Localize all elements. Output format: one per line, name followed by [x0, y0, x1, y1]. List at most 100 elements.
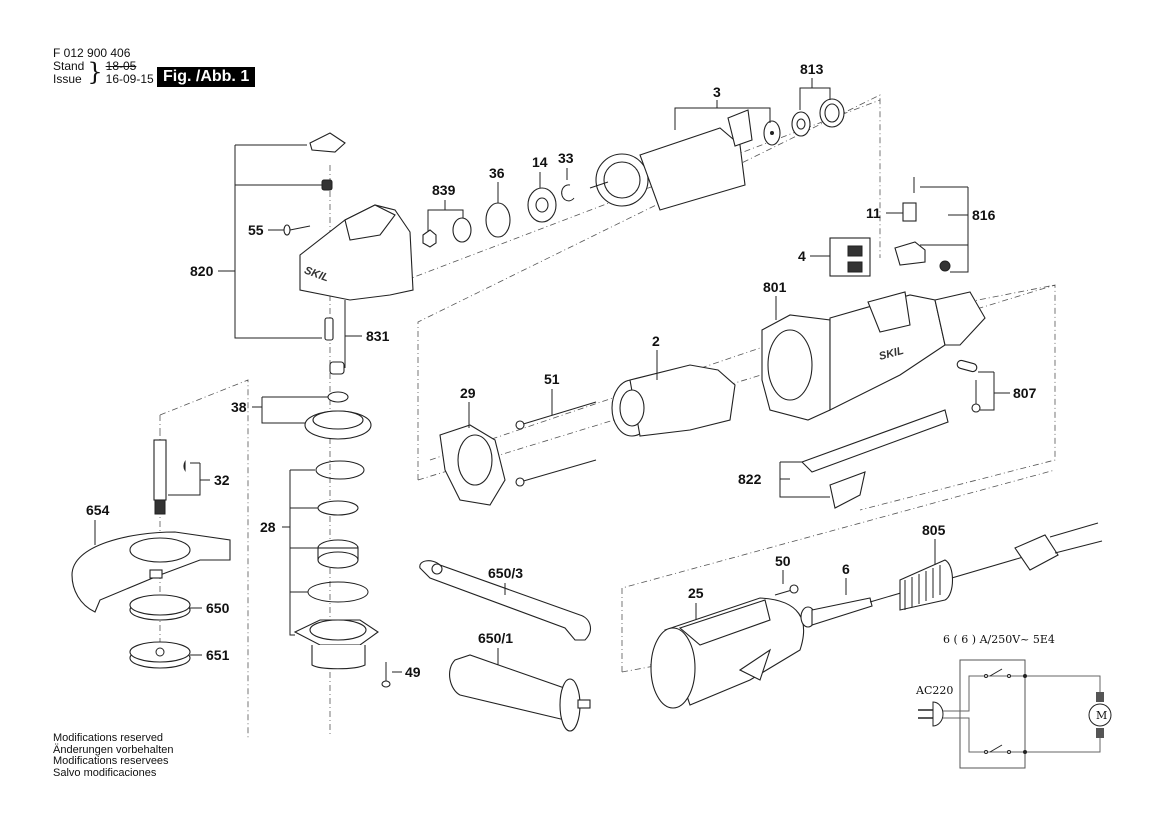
part-number: F 012 900 406	[53, 46, 131, 60]
wheel-guard-654[interactable]	[71, 531, 231, 613]
label-816: 816	[972, 207, 996, 223]
label-4: 4	[798, 248, 806, 264]
nut-gear-839[interactable]	[422, 217, 472, 248]
label-650: 650	[206, 600, 230, 616]
label-6: 6	[842, 561, 850, 577]
document-header: F 012 900 406 Stand Issue } 18-05 16-09-…	[53, 47, 154, 86]
axis-stator	[429, 347, 761, 461]
label-33: 33	[558, 150, 574, 166]
issue-label: Issue	[53, 72, 82, 86]
spanner-650-3[interactable]	[419, 560, 591, 641]
switch-contact-top	[989, 668, 1003, 677]
label-32: 32	[214, 472, 230, 488]
cable-guard-6[interactable]	[800, 597, 873, 628]
switch-4[interactable]	[829, 237, 871, 277]
label-50: 50	[775, 553, 791, 569]
label-813: 813	[800, 61, 824, 77]
circlip-33[interactable]	[561, 184, 575, 202]
label-650-3: 650/3	[488, 565, 523, 581]
label-831: 831	[366, 328, 390, 344]
figure-label: Fig. /Abb. 1	[157, 67, 256, 87]
bearing-14[interactable]	[527, 187, 557, 223]
label-14: 14	[532, 154, 548, 170]
gear-38[interactable]	[304, 391, 372, 440]
issue-value: 16-09-15	[105, 72, 154, 86]
label-3: 3	[713, 84, 721, 100]
o-ring-28[interactable]	[307, 581, 369, 603]
leader-lines	[94, 78, 1010, 673]
notice-line-fr: Modifications reservees	[53, 755, 169, 767]
screw-50[interactable]	[774, 584, 799, 596]
o-ring-36[interactable]	[485, 202, 511, 238]
rear-cover-25[interactable]	[650, 597, 805, 709]
bearing-813a[interactable]	[791, 111, 811, 137]
washer-3[interactable]	[763, 120, 781, 146]
label-28: 28	[260, 519, 276, 535]
brush-holder-816[interactable]	[894, 177, 951, 272]
part-armature[interactable]	[589, 109, 753, 211]
electrical-rating: 6 ( 6 ) A/250V~ 5E4	[943, 633, 1055, 646]
frame-motor-section	[417, 94, 881, 480]
lever-807[interactable]	[956, 359, 981, 413]
bearing-flange-28[interactable]	[293, 619, 379, 670]
plug-symbol	[932, 701, 944, 727]
motor-symbol	[1088, 703, 1112, 727]
frame-rear-section	[621, 469, 1056, 672]
label-822: 822	[738, 471, 762, 487]
frame-guard-section	[159, 379, 249, 740]
label-51: 51	[544, 371, 560, 387]
label-55: 55	[248, 222, 264, 238]
label-38: 38	[231, 399, 247, 415]
stator-2[interactable]	[611, 364, 736, 437]
modifications-notice: Modifications reserved Änderungen vorbeh…	[53, 732, 173, 779]
brace-symbol: }	[87, 58, 103, 86]
screw-49[interactable]	[381, 662, 391, 688]
part-labels: 3 813 839 36 14 33 55 820 831 816 11 4 8…	[86, 61, 1037, 680]
stand-value: 18-05	[105, 59, 137, 73]
motor-housing-801[interactable]: SKIL	[761, 291, 986, 421]
stand-label: Stand	[53, 59, 85, 73]
label-807: 807	[1013, 385, 1037, 401]
baffle-29[interactable]	[439, 424, 506, 506]
motor-label: M	[1096, 709, 1107, 722]
label-25: 25	[688, 585, 704, 601]
washer-28[interactable]	[317, 500, 359, 516]
bearing-28[interactable]	[317, 539, 359, 569]
supply-label: AC220	[915, 684, 953, 697]
screw-55[interactable]	[283, 224, 311, 236]
motor-brush-top	[1096, 692, 1104, 702]
side-handle-650-1[interactable]	[449, 654, 591, 732]
motor-brush-bottom	[1096, 728, 1104, 738]
wiring-diagram: 6 ( 6 ) A/250V~ 5E4 AC220 M	[915, 633, 1112, 769]
label-801: 801	[763, 279, 787, 295]
label-29: 29	[460, 385, 476, 401]
label-49: 49	[405, 664, 421, 680]
label-2: 2	[652, 333, 660, 349]
label-820: 820	[190, 263, 214, 279]
circuit-wires	[943, 675, 1101, 753]
power-cord-805[interactable]	[869, 522, 1103, 611]
label-654: 654	[86, 502, 110, 518]
label-650-1: 650/1	[478, 630, 513, 646]
part-gear-head-cover[interactable]: SKIL	[299, 132, 414, 375]
notice-line-en: Modifications reserved	[53, 732, 164, 744]
flange-650[interactable]	[129, 594, 191, 621]
label-839: 839	[432, 182, 456, 198]
label-36: 36	[489, 165, 505, 181]
screw-51-lower[interactable]	[515, 459, 597, 487]
circlip-28[interactable]	[315, 460, 365, 480]
screw-51-upper[interactable]	[515, 401, 597, 430]
switch-slide-822[interactable]	[801, 409, 949, 509]
label-805: 805	[922, 522, 946, 538]
label-651: 651	[206, 647, 230, 663]
switch-box	[959, 659, 1026, 769]
label-11: 11	[866, 205, 881, 221]
carbon-brush-11[interactable]	[902, 202, 917, 222]
frame-motor-lower	[417, 284, 1056, 511]
flange-nut-651[interactable]	[129, 641, 191, 669]
bearing-cap-813b[interactable]	[819, 98, 845, 128]
switch-contact-bottom	[989, 744, 1003, 753]
spindle-32[interactable]	[153, 439, 186, 515]
notice-line-es: Salvo modificaciones	[53, 766, 157, 779]
